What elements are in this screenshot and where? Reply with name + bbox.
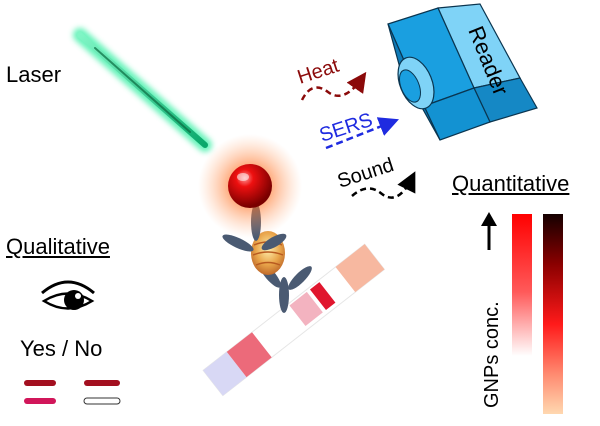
heat-arrow [300, 71, 367, 101]
gnps-conc-label: GNPs conc. [481, 301, 503, 408]
quantitative-bar-intensity [543, 214, 563, 414]
yes-no-label: Yes / No [20, 336, 103, 361]
quantitative-bar-color [512, 214, 532, 356]
test-strip [202, 243, 386, 397]
sers-arrow [325, 117, 399, 150]
absorbent-pad [203, 351, 247, 396]
quantitative-title: Quantitative [452, 171, 570, 196]
up-arrow-icon [481, 212, 497, 250]
laser-label: Laser [6, 62, 62, 87]
sers-label: SERS [317, 109, 376, 147]
sound-label: Sound [335, 154, 397, 193]
sound-arrow [351, 171, 416, 199]
negative-result-indicator [83, 380, 121, 405]
qualitative-title: Qualitative [6, 234, 110, 259]
wicking-pad [335, 244, 385, 293]
test-line [289, 291, 323, 326]
reader-device: Reader [387, 3, 538, 141]
positive-result-indicator [24, 380, 56, 404]
conjugate-pad [226, 332, 272, 378]
laser-beam [73, 28, 212, 152]
heat-label: Heat [295, 55, 342, 89]
gold-nanoparticle [198, 134, 302, 238]
control-line [309, 282, 336, 310]
eye-icon [41, 280, 95, 310]
